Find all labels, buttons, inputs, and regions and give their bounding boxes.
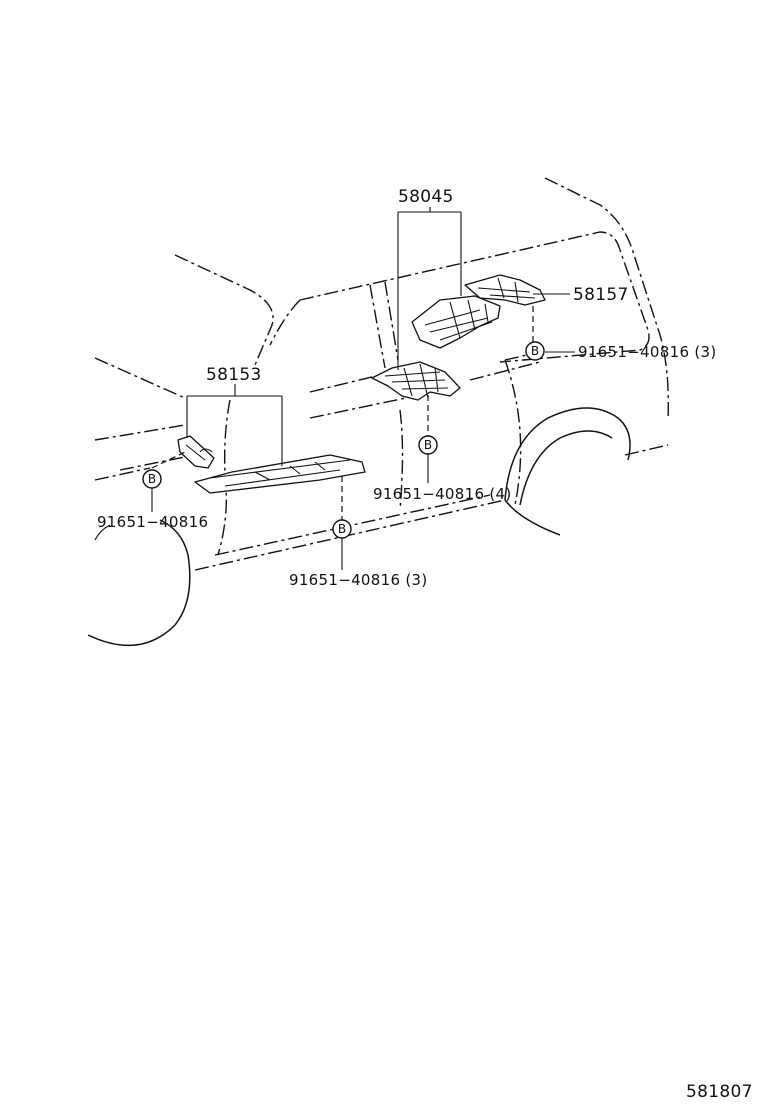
part-58045-insulator (371, 295, 501, 401)
wheel-arches (87, 407, 631, 647)
callout-bolt-middle: 91651−40816 (4) (373, 485, 512, 503)
callout-bolt-bottom: 91651−40816 (3) (289, 571, 428, 589)
bolt-marker-left: B (142, 469, 162, 489)
figure-number: 581807 (686, 1082, 753, 1102)
callout-bolt-top-right: 91651−40816 (3) (578, 343, 717, 361)
part-58153-insulator (177, 435, 366, 494)
bolt-marker-letter: B (424, 438, 432, 452)
bolt-marker-middle: B (418, 435, 438, 455)
callout-58153: 58153 (206, 365, 262, 385)
callout-58157: 58157 (573, 285, 629, 305)
bolt-marker-bottom: B (332, 519, 352, 539)
callout-bolt-left: 91651−40816 (97, 513, 208, 531)
bolt-marker-letter: B (338, 522, 346, 536)
leader-lines (151, 207, 575, 570)
part-58157-insulator (464, 274, 546, 306)
bolt-marker-top-right: B (525, 341, 545, 361)
vehicle-outline (94, 177, 670, 571)
bolt-marker-letter: B (531, 344, 539, 358)
bolt-marker-letter: B (148, 472, 156, 486)
callout-58045: 58045 (398, 187, 454, 207)
